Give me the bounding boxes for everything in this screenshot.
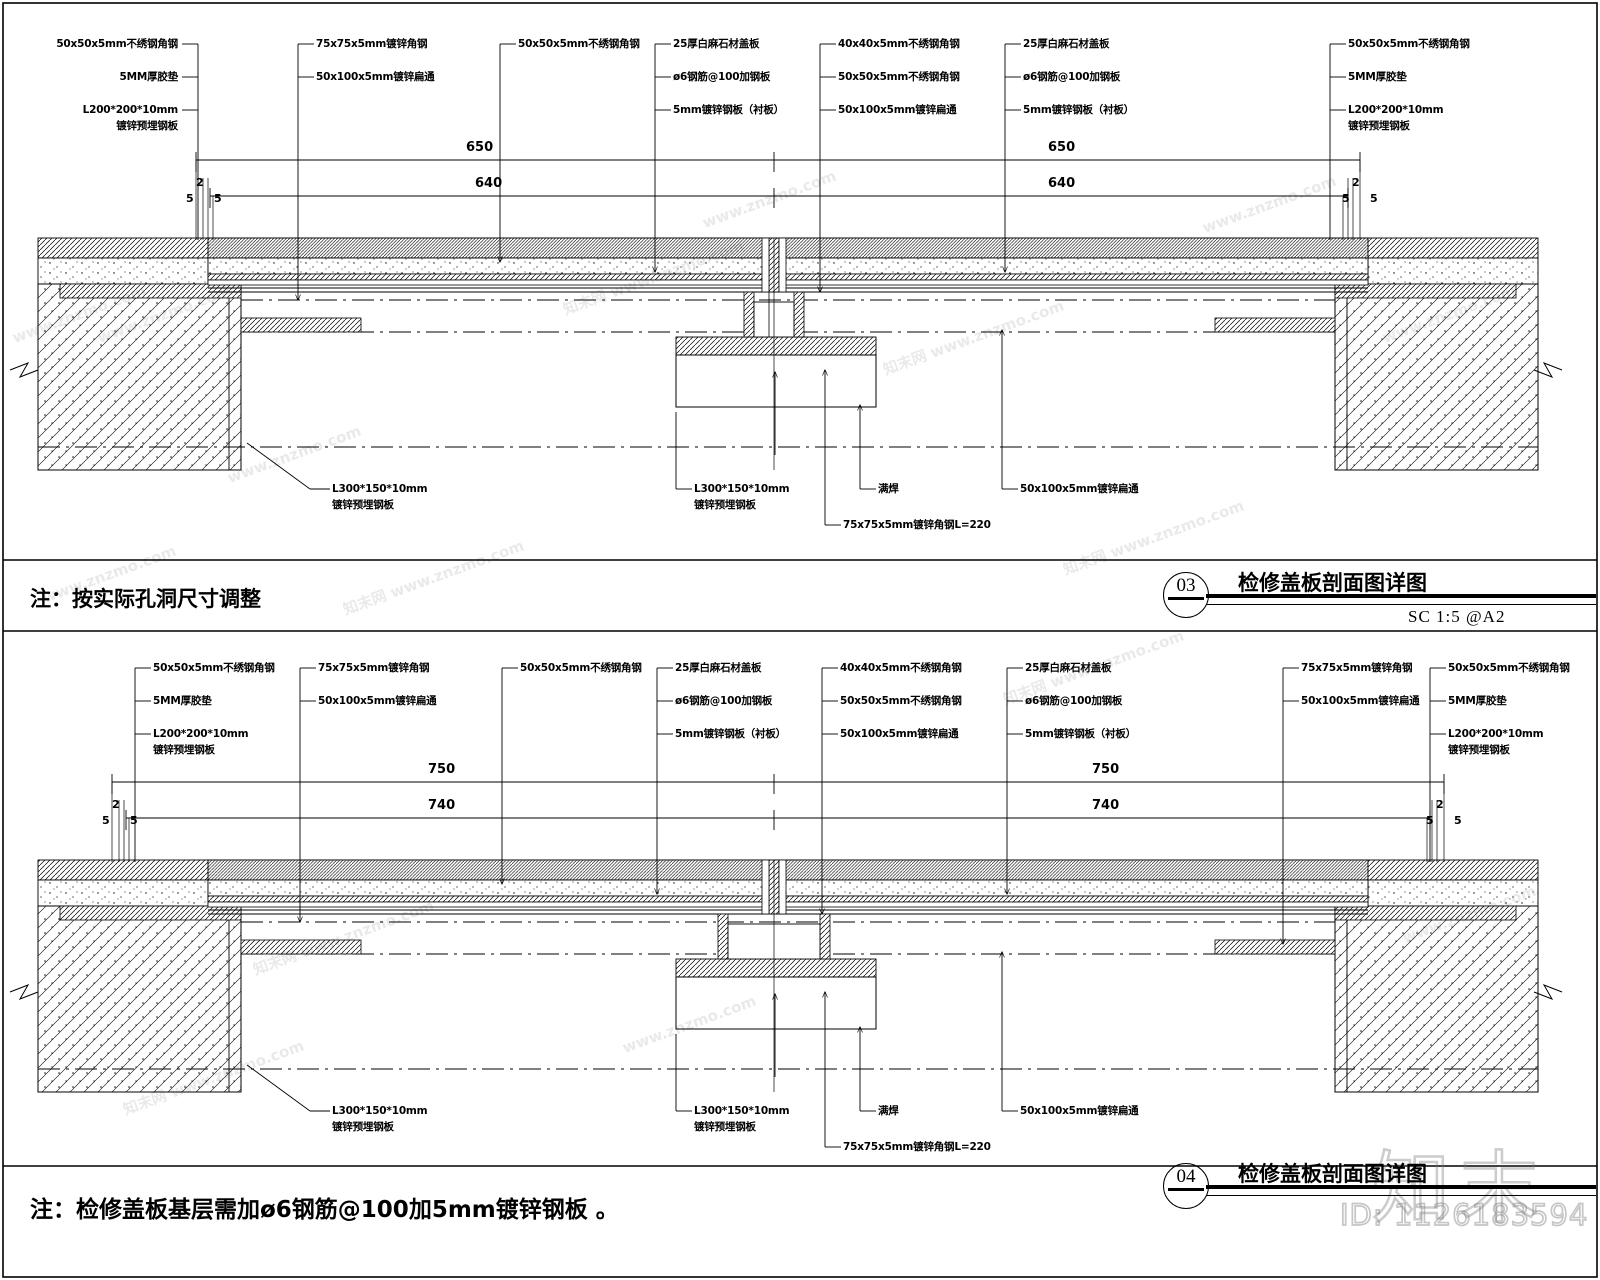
leader-label: 50x50x5mm不绣钢角钢	[840, 695, 962, 707]
edge-dimension: 2	[1436, 798, 1444, 811]
leader-label: L300*150*10mm	[694, 483, 790, 495]
leader-label: 50x100x5mm镀锌扁通	[316, 71, 435, 83]
edge-dimension: 2	[196, 176, 204, 189]
leader-label: 50x100x5mm镀锌扁通	[1301, 695, 1420, 707]
detail-title: 检修盖板剖面图详图	[1238, 571, 1427, 595]
leader-label: 50x50x5mm不绣钢角钢	[1448, 662, 1570, 674]
title-rule-thin	[1206, 1195, 1596, 1196]
leader-label: 50x50x5mm不绣钢角钢	[838, 71, 960, 83]
leader-label: 50x100x5mm镀锌扁通	[838, 104, 957, 116]
dimension-text: 750	[428, 762, 456, 777]
leader-label: 5MM厚胶垫	[119, 71, 178, 83]
edge-dimension: 5	[1370, 192, 1378, 205]
leader-label: ø6钢筋@100加钢板	[675, 695, 773, 707]
dimension-text: 640	[1048, 176, 1076, 191]
leader-label: 5MM厚胶垫	[1348, 71, 1407, 83]
leader-label: 镀锌预埋钢板	[1348, 120, 1410, 132]
leader-label: L200*200*10mm	[1348, 104, 1444, 116]
leader-label: L300*150*10mm	[332, 483, 428, 495]
leader-label: 50x100x5mm镀锌扁通	[840, 728, 959, 740]
leader-label: 镀锌预埋钢板	[694, 1121, 756, 1133]
leader-label: 40x40x5mm不绣钢角钢	[840, 662, 962, 674]
leader-label: 25厚白麻石材盖板	[675, 662, 762, 674]
leader-label: 5mm镀锌钢板（衬板）	[673, 104, 784, 116]
leader-label: 5mm镀锌钢板（衬板）	[1025, 728, 1136, 740]
detail-scale: SC 1:5 @A2	[1408, 607, 1506, 626]
leader-label: 25厚白麻石材盖板	[673, 38, 760, 50]
leader-label: 75x75x5mm镀锌角钢L=220	[843, 519, 991, 531]
leader-label: 满焊	[878, 483, 899, 495]
edge-dimension: 5	[186, 192, 194, 205]
dimension-text: 740	[428, 798, 456, 813]
dimension-text: 750	[1092, 762, 1120, 777]
leader-label: 5MM厚胶垫	[1448, 695, 1507, 707]
leader-label: 镀锌预埋钢板	[332, 1121, 394, 1133]
detail-03-geometry	[9, 43, 1563, 526]
detail-number: 04	[1176, 1166, 1196, 1187]
dimension-text: 650	[466, 140, 494, 155]
leader-label: 50x100x5mm镀锌扁通	[1020, 1105, 1139, 1117]
leader-label: 50x100x5mm镀锌扁通	[1020, 483, 1139, 495]
leader-label: 75x75x5mm镀锌角钢	[318, 662, 430, 674]
edge-dimension: 5	[214, 192, 222, 205]
leader-label: 5MM厚胶垫	[153, 695, 212, 707]
detail-number: 03	[1176, 575, 1196, 596]
leader-label: ø6钢筋@100加钢板	[1025, 695, 1123, 707]
leader-label: 50x50x5mm不绣钢角钢	[520, 662, 642, 674]
leader-label: 5mm镀锌钢板（衬板）	[1023, 104, 1134, 116]
leader-label: 镀锌预埋钢板	[694, 499, 756, 511]
title-rule	[1206, 1185, 1596, 1189]
leader-label: 镀锌预埋钢板	[1448, 744, 1510, 756]
detail-marker-divider	[1168, 597, 1204, 600]
leader-label: 50x100x5mm镀锌扁通	[318, 695, 437, 707]
leader-label: 满焊	[878, 1105, 899, 1117]
dimension-text: 640	[475, 176, 503, 191]
leader-label: L300*150*10mm	[694, 1105, 790, 1117]
title-rule	[1206, 594, 1596, 598]
leader-label: 25厚白麻石材盖板	[1023, 38, 1110, 50]
leader-label: 75x75x5mm镀锌角钢L=220	[843, 1141, 991, 1153]
edge-dimension: 5	[102, 814, 110, 827]
leader-label: 5mm镀锌钢板（衬板）	[675, 728, 786, 740]
edge-dimension: 2	[112, 798, 120, 811]
leader-label: 50x50x5mm不绣钢角钢	[518, 38, 640, 50]
leader-label: ø6钢筋@100加钢板	[1023, 71, 1121, 83]
leader-label: L200*200*10mm	[153, 728, 249, 740]
leader-label: 40x40x5mm不绣钢角钢	[838, 38, 960, 50]
leader-label: 镀锌预埋钢板	[332, 499, 394, 511]
leader-label: L200*200*10mm	[82, 104, 179, 116]
leader-label: 25厚白麻石材盖板	[1025, 662, 1112, 674]
edge-dimension: 5	[1426, 814, 1434, 827]
leader-label: ø6钢筋@100加钢板	[673, 71, 771, 83]
leader-label: 50x50x5mm不绣钢角钢	[1348, 38, 1470, 50]
edge-dimension: 5	[1342, 192, 1350, 205]
detail-note: 注：检修盖板基层需加ø6钢筋@100加5mm镀锌钢板 。	[30, 1197, 619, 1223]
leader-label: 75x75x5mm镀锌角钢	[316, 38, 428, 50]
edge-dimension: 2	[1352, 176, 1360, 189]
edge-dimension: 5	[1454, 814, 1462, 827]
dimension-text: 650	[1048, 140, 1076, 155]
leader-label: 镀锌预埋钢板	[116, 120, 178, 132]
leader-label: 镀锌预埋钢板	[153, 744, 215, 756]
title-rule-thin	[1206, 604, 1596, 605]
edge-dimension: 5	[130, 814, 138, 827]
detail-marker-divider	[1168, 1188, 1204, 1191]
dimension-text: 740	[1092, 798, 1120, 813]
leader-label: 50x50x5mm不绣钢角钢	[56, 38, 178, 50]
leader-label: L200*200*10mm	[1448, 728, 1544, 740]
detail-title: 检修盖板剖面图详图	[1238, 1162, 1427, 1186]
leader-label: 75x75x5mm镀锌角钢	[1301, 662, 1413, 674]
detail-note: 注：按实际孔洞尺寸调整	[30, 587, 261, 611]
detail-04-geometry	[9, 667, 1563, 1148]
leader-label: 50x50x5mm不绣钢角钢	[153, 662, 275, 674]
leader-label: L300*150*10mm	[332, 1105, 428, 1117]
